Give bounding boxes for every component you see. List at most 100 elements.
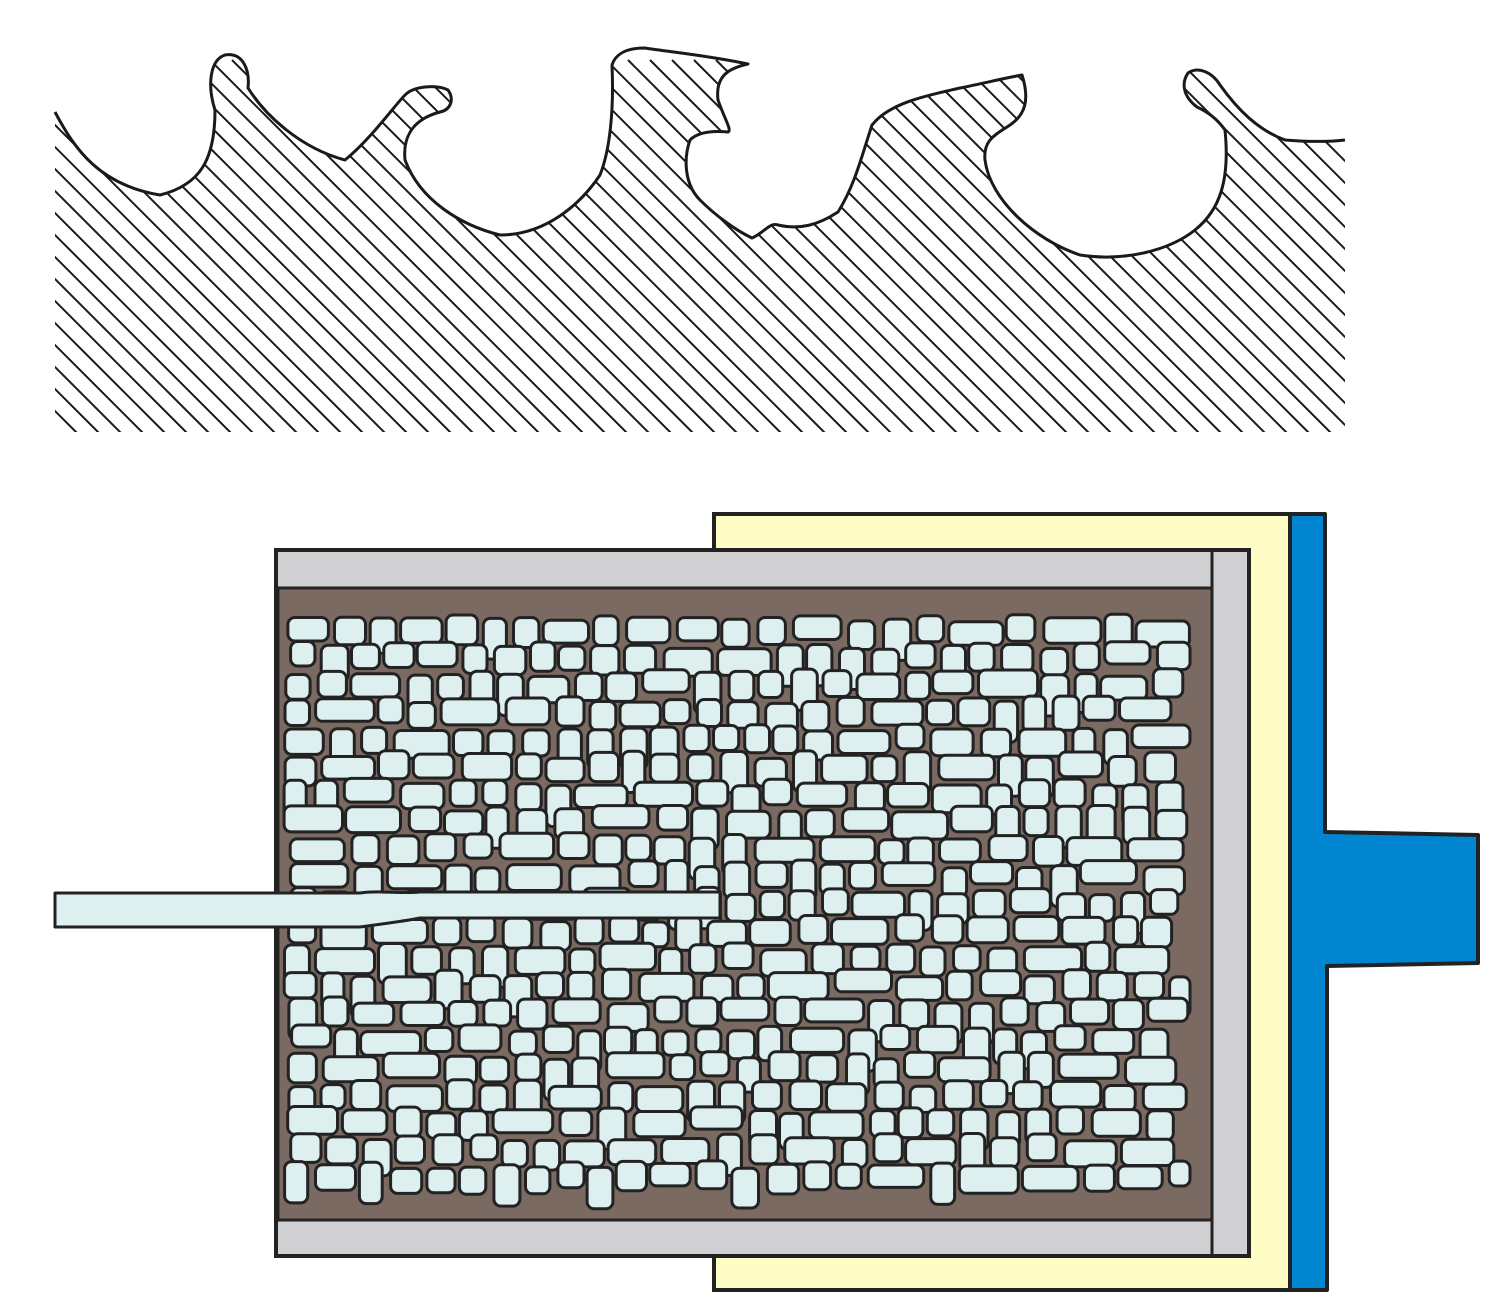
particle (1155, 640, 1192, 672)
particle (979, 969, 1023, 998)
particle (381, 1051, 441, 1080)
particle (478, 1083, 509, 1114)
particle (730, 1166, 760, 1210)
particle (870, 754, 899, 784)
particle (516, 997, 549, 1031)
particle (767, 1050, 802, 1083)
particle (788, 1079, 824, 1111)
hatch-bottom-mask (0, 432, 1490, 452)
particle (357, 1160, 384, 1206)
particle (286, 1105, 340, 1136)
particle (849, 944, 882, 972)
particle-field (282, 612, 1192, 1211)
particle (568, 947, 597, 976)
hatch-line (1265, 59, 1345, 440)
particle (1020, 1164, 1080, 1193)
particle (521, 728, 551, 758)
particle (505, 863, 563, 892)
particle (314, 697, 376, 723)
particle (556, 1160, 586, 1190)
particle (351, 1001, 396, 1027)
particle (886, 782, 931, 809)
hatch-line (847, 59, 1229, 440)
hatch-line (55, 59, 217, 440)
particle (712, 724, 741, 752)
particle (894, 975, 945, 1002)
particle (929, 1161, 957, 1206)
particle (1102, 1084, 1137, 1113)
particle (1126, 837, 1185, 863)
particle (324, 1135, 359, 1166)
particle (282, 804, 345, 834)
particle (925, 1108, 956, 1138)
particle (682, 723, 711, 753)
hatch-line (1287, 59, 1345, 440)
particle (648, 752, 681, 784)
particle (1052, 777, 1087, 809)
particle (376, 695, 405, 725)
particle (587, 750, 621, 784)
particle (382, 641, 416, 670)
particle (512, 616, 541, 649)
particle (880, 861, 937, 887)
particle (720, 617, 751, 649)
particle (904, 670, 932, 701)
particle (313, 947, 376, 976)
particle (721, 941, 755, 970)
particle (821, 669, 853, 698)
particle (850, 890, 907, 919)
particle (894, 913, 925, 943)
particle (1057, 1052, 1120, 1080)
particle (918, 945, 947, 978)
particle (551, 997, 602, 1025)
particle (756, 669, 785, 700)
particle (833, 967, 893, 994)
hatch-line (55, 59, 305, 440)
particle (491, 1108, 555, 1135)
particle (1022, 945, 1084, 974)
particle (694, 1159, 729, 1191)
particle (751, 1080, 783, 1111)
particle (439, 697, 501, 727)
particle (507, 1029, 538, 1057)
particle (524, 1165, 552, 1196)
particle (1072, 641, 1101, 672)
probe-rod (53, 890, 722, 929)
particle (444, 613, 480, 647)
particle (360, 725, 389, 755)
particle (447, 1000, 479, 1028)
particle (945, 969, 974, 1002)
hatch-line (209, 59, 591, 440)
particle (539, 920, 572, 952)
profile-outline (53, 46, 1346, 259)
particle (915, 614, 946, 644)
particle (675, 616, 720, 643)
particle (727, 669, 756, 703)
particle (821, 887, 850, 917)
particle (1053, 1024, 1087, 1052)
hatch-line (0, 60, 40, 440)
hatch-line (627, 59, 1009, 440)
particle (608, 914, 641, 944)
particle (618, 700, 662, 729)
particle (1060, 915, 1107, 946)
particle (835, 695, 866, 728)
particle (468, 974, 502, 1004)
particle (695, 698, 723, 728)
particle (1112, 915, 1140, 947)
particle (803, 997, 866, 1024)
hatch-line (55, 59, 195, 440)
particle (1039, 647, 1070, 677)
particle (725, 809, 772, 840)
particle (406, 701, 437, 730)
particle (1057, 750, 1105, 779)
particle (482, 998, 513, 1028)
particle (1111, 998, 1145, 1031)
particle (791, 614, 843, 642)
particle (1035, 1001, 1067, 1033)
particle (492, 644, 528, 677)
particle (736, 973, 766, 1001)
particle (855, 672, 902, 701)
particle (547, 1084, 603, 1111)
particle (385, 834, 421, 867)
